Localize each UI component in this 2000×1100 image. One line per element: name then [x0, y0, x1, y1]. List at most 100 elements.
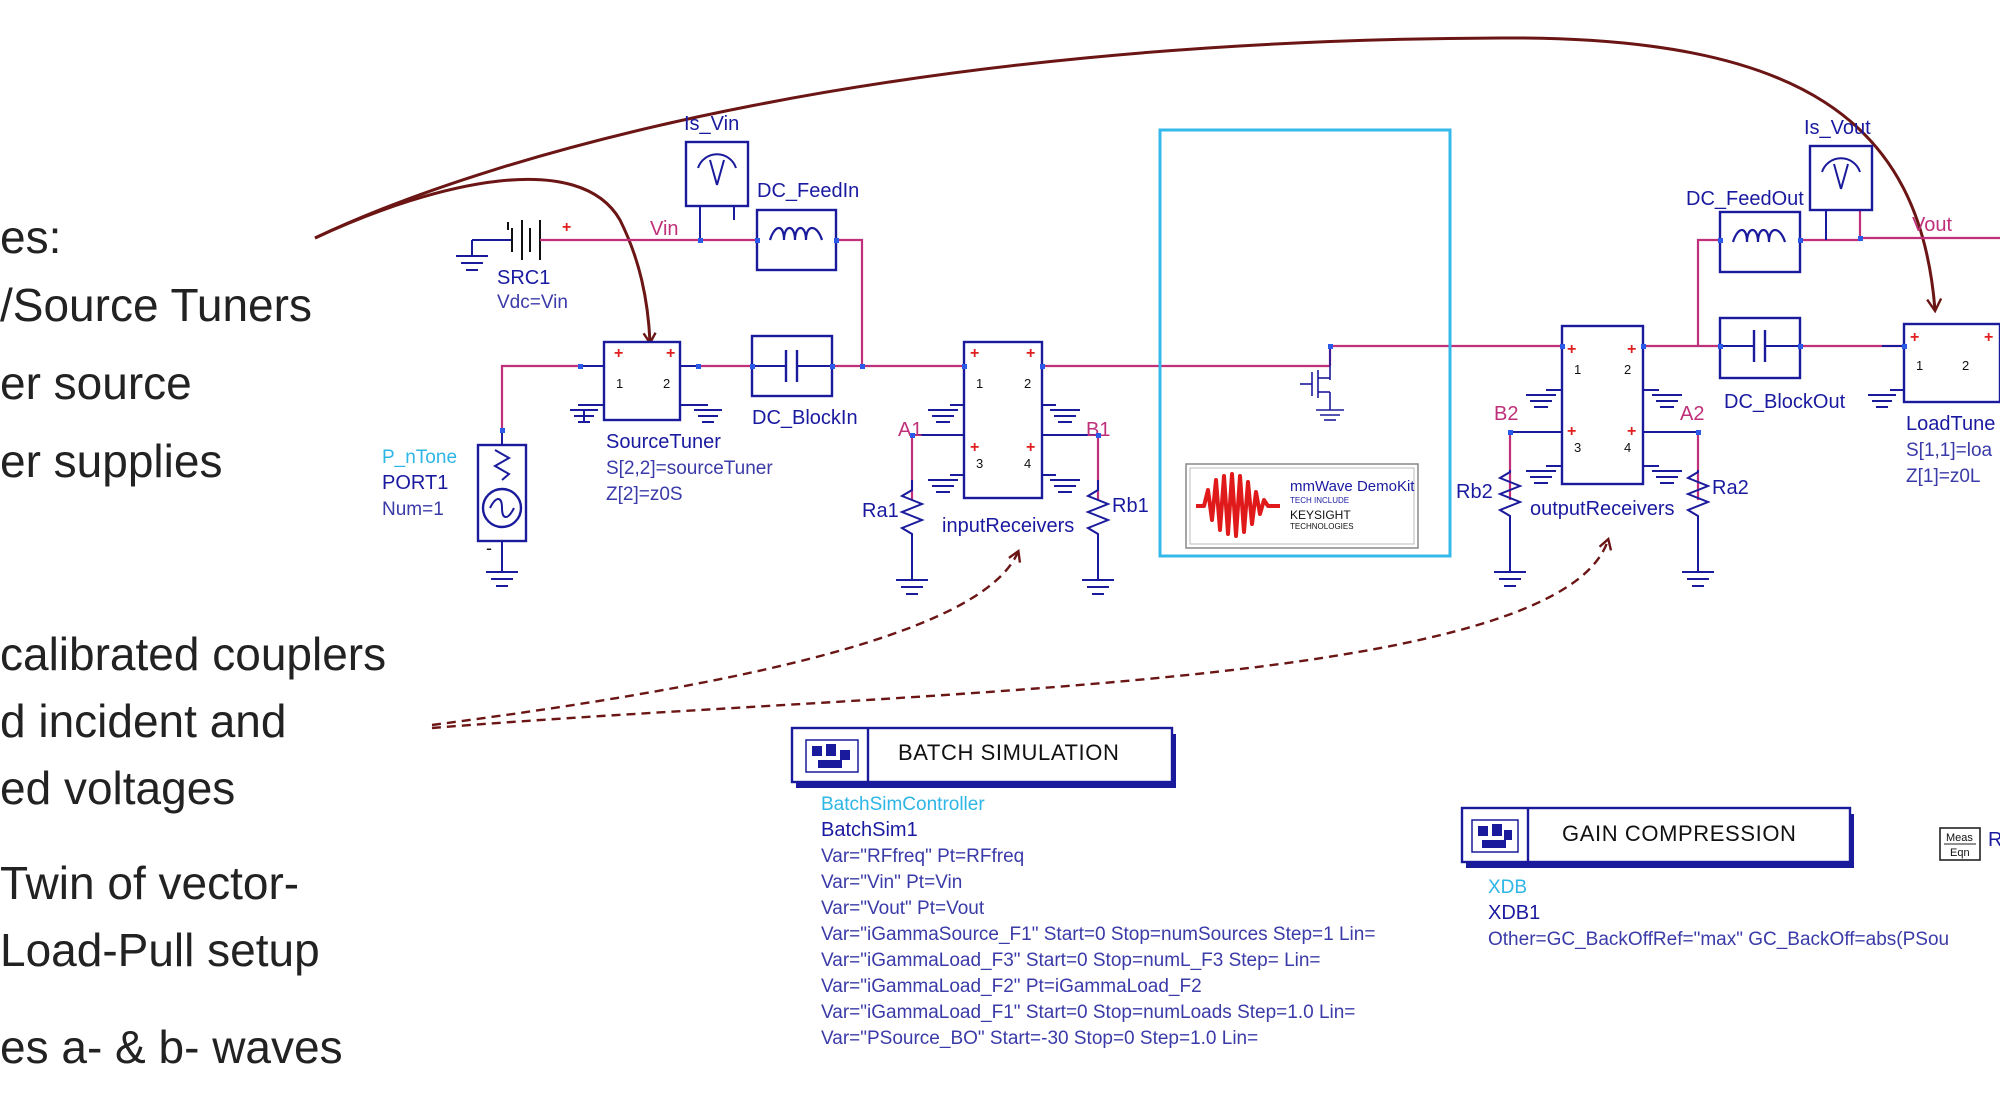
svg-text:2: 2 [1624, 362, 1631, 377]
arrow-to-output-receivers [431, 540, 1608, 730]
slide-text-line9: Load-Pull setup [0, 924, 320, 976]
batch-var-2: Var="Vout" Pt=Vout [821, 898, 985, 919]
arrow-to-load-tuner [314, 36, 1943, 314]
dc-feed-out-label: DC_FeedOut [1686, 188, 1804, 210]
demokit-sub: TECH INCLUDE [1290, 496, 1349, 505]
svg-text:4: 4 [1624, 440, 1631, 455]
rb2-label: Rb2 [1456, 481, 1493, 503]
slide-text-line7: ed voltages [0, 762, 236, 814]
arrow-to-input-receivers [431, 552, 1018, 727]
batch-type: BatchSimController [821, 794, 985, 815]
ra1-label: Ra1 [862, 500, 899, 522]
dc-block-out-label: DC_BlockOut [1724, 391, 1846, 413]
svg-text:2: 2 [1962, 358, 1969, 373]
svg-text:+: + [562, 219, 571, 236]
svg-text:+: + [1567, 341, 1576, 358]
dc-block-out[interactable] [1718, 316, 1802, 380]
dc-block-in[interactable] [750, 334, 834, 398]
meas-top: Meas [1946, 832, 1973, 844]
svg-text:1: 1 [616, 376, 623, 391]
svg-text:+: + [1026, 345, 1035, 362]
batch-sim-icon [805, 739, 859, 773]
arrow-to-source-tuner [314, 177, 650, 342]
resistor-rb1[interactable] [1082, 480, 1114, 595]
gain-compression-header[interactable] [1460, 806, 1854, 868]
batch-var-7: Var="PSource_BO" Start=-30 Stop=0 Step=1… [821, 1028, 1258, 1049]
input-receivers[interactable]: + + 1 2 + + 3 4 [912, 340, 1098, 500]
svg-text:+: + [970, 439, 979, 456]
load-tuner-name: LoadTune [1906, 413, 1995, 435]
svg-text:4: 4 [1024, 456, 1031, 471]
svg-text:+: + [1627, 341, 1636, 358]
gain-name: XDB1 [1488, 902, 1540, 924]
dc-block-in-label: DC_BlockIn [752, 407, 858, 429]
dc-feed-in[interactable] [755, 208, 838, 272]
batch-var-5: Var="iGammaLoad_F2" Pt=iGammaLoad_F2 [821, 976, 1202, 997]
output-receivers[interactable]: + + 1 2 + + 3 4 [1510, 324, 1698, 486]
svg-text:+: + [614, 345, 623, 362]
meas-eqn-icon[interactable] [1939, 827, 1981, 861]
svg-text:2: 2 [663, 376, 670, 391]
svg-text:-: - [486, 538, 492, 558]
tuner-annotation-arrows [314, 36, 1943, 730]
src1-dc-source[interactable]: + [456, 219, 571, 271]
is-vout-label: Is_Vout [1804, 117, 1871, 139]
is-vout-current-probe[interactable] [1808, 144, 1874, 240]
slide-text-line5: calibrated couplers [0, 628, 387, 680]
port1-param: Num=1 [382, 499, 444, 520]
input-receivers-label: inputReceivers [942, 515, 1074, 537]
gain-other: Other=GC_BackOffRef="max" GC_BackOff=abs… [1488, 929, 1949, 950]
label-b2: B2 [1494, 403, 1518, 425]
dc-feed-in-label: DC_FeedIn [757, 180, 859, 202]
label-a2: A2 [1680, 403, 1704, 425]
gain-header: GAIN COMPRESSION [1562, 821, 1797, 846]
gain-compression-icon [1471, 819, 1519, 853]
is-vin-current-probe[interactable] [684, 140, 750, 240]
svg-text:+: + [1627, 423, 1636, 440]
slide-text-line1: es: [0, 211, 62, 263]
resistor-ra2[interactable] [1682, 470, 1714, 587]
batch-simulation-header[interactable] [790, 726, 1176, 788]
batch-name: BatchSim1 [821, 819, 918, 841]
label-a1: A1 [898, 419, 922, 441]
label-b1: B1 [1086, 419, 1110, 441]
svg-text:+: + [1910, 329, 1919, 346]
slide-text-line10: es a- & b- waves [0, 1021, 343, 1073]
resistor-rb2[interactable] [1494, 470, 1526, 587]
demokit-brand-sub: TECHNOLOGIES [1290, 522, 1354, 531]
svg-text:+: + [666, 345, 675, 362]
svg-text:1: 1 [976, 376, 983, 391]
demokit-logo [1185, 463, 1419, 549]
dc-feed-out[interactable] [1718, 210, 1802, 274]
source-tuner-param2: Z[2]=z0S [606, 484, 683, 505]
gain-type: XDB [1488, 877, 1527, 898]
source-tuner-name: SourceTuner [606, 431, 721, 453]
resistor-ra1[interactable] [896, 480, 928, 595]
device-under-test[interactable] [1158, 128, 1452, 558]
batch-var-6: Var="iGammaLoad_F1" Start=0 Stop=numLoad… [821, 1002, 1355, 1023]
rb1-label: Rb1 [1112, 495, 1149, 517]
slide-text-line8: Twin of vector- [0, 857, 300, 909]
demokit-title: mmWave DemoKit [1290, 478, 1415, 495]
output-receivers-label: outputReceivers [1530, 498, 1675, 520]
source-tuner[interactable]: + + 1 2 [570, 340, 722, 423]
pin-markers [500, 236, 1907, 438]
source-tuner-param1: S[2,2]=sourceTuner [606, 458, 773, 479]
svg-text:+: + [1026, 439, 1035, 456]
slide-text-line4: er supplies [0, 435, 223, 487]
svg-text:2: 2 [1024, 376, 1031, 391]
batch-var-4: Var="iGammaLoad_F3" Start=0 Stop=numL_F3… [821, 950, 1321, 971]
is-vin-label: Is_Vin [684, 113, 739, 135]
port1-type: P_nTone [382, 447, 457, 468]
svg-text:3: 3 [976, 456, 983, 471]
port1-tone-source[interactable]: - [476, 432, 528, 587]
svg-text:1: 1 [1574, 362, 1581, 377]
svg-text:3: 3 [1574, 440, 1581, 455]
svg-text:+: + [970, 345, 979, 362]
svg-text:1: 1 [1916, 358, 1923, 373]
load-tuner[interactable]: + + 1 2 [1868, 322, 2000, 408]
load-tuner-param1: S[1,1]=loa [1906, 440, 1993, 461]
batch-var-1: Var="Vin" Pt=Vin [821, 872, 962, 893]
meas-label: R [1988, 829, 2000, 851]
